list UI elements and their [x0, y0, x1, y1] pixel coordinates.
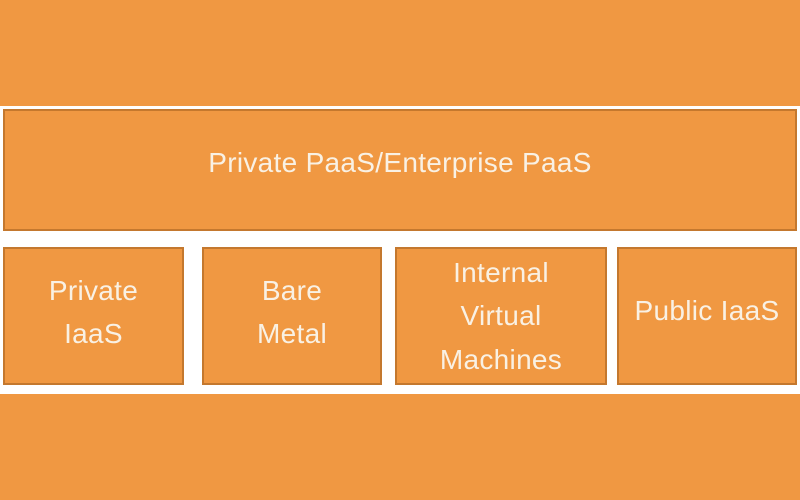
box-bare-metal-label: Bare Metal: [257, 274, 327, 349]
box-public-iaas-label: Public IaaS: [634, 295, 780, 327]
box-internal-virtual-machines: Internal Virtual Machines: [395, 247, 607, 385]
box-internal-virtual-machines-label: Internal Virtual Machines: [439, 256, 563, 375]
box-bare-metal: Bare Metal: [202, 247, 382, 385]
box-private-paas: Private PaaS/Enterprise PaaS: [3, 109, 797, 231]
box-private-paas-label: Private PaaS/Enterprise PaaS: [208, 147, 592, 179]
box-private-iaas-label: Private IaaS: [48, 274, 139, 349]
box-public-iaas: Public IaaS: [617, 247, 797, 385]
box-private-iaas: Private IaaS: [3, 247, 184, 385]
